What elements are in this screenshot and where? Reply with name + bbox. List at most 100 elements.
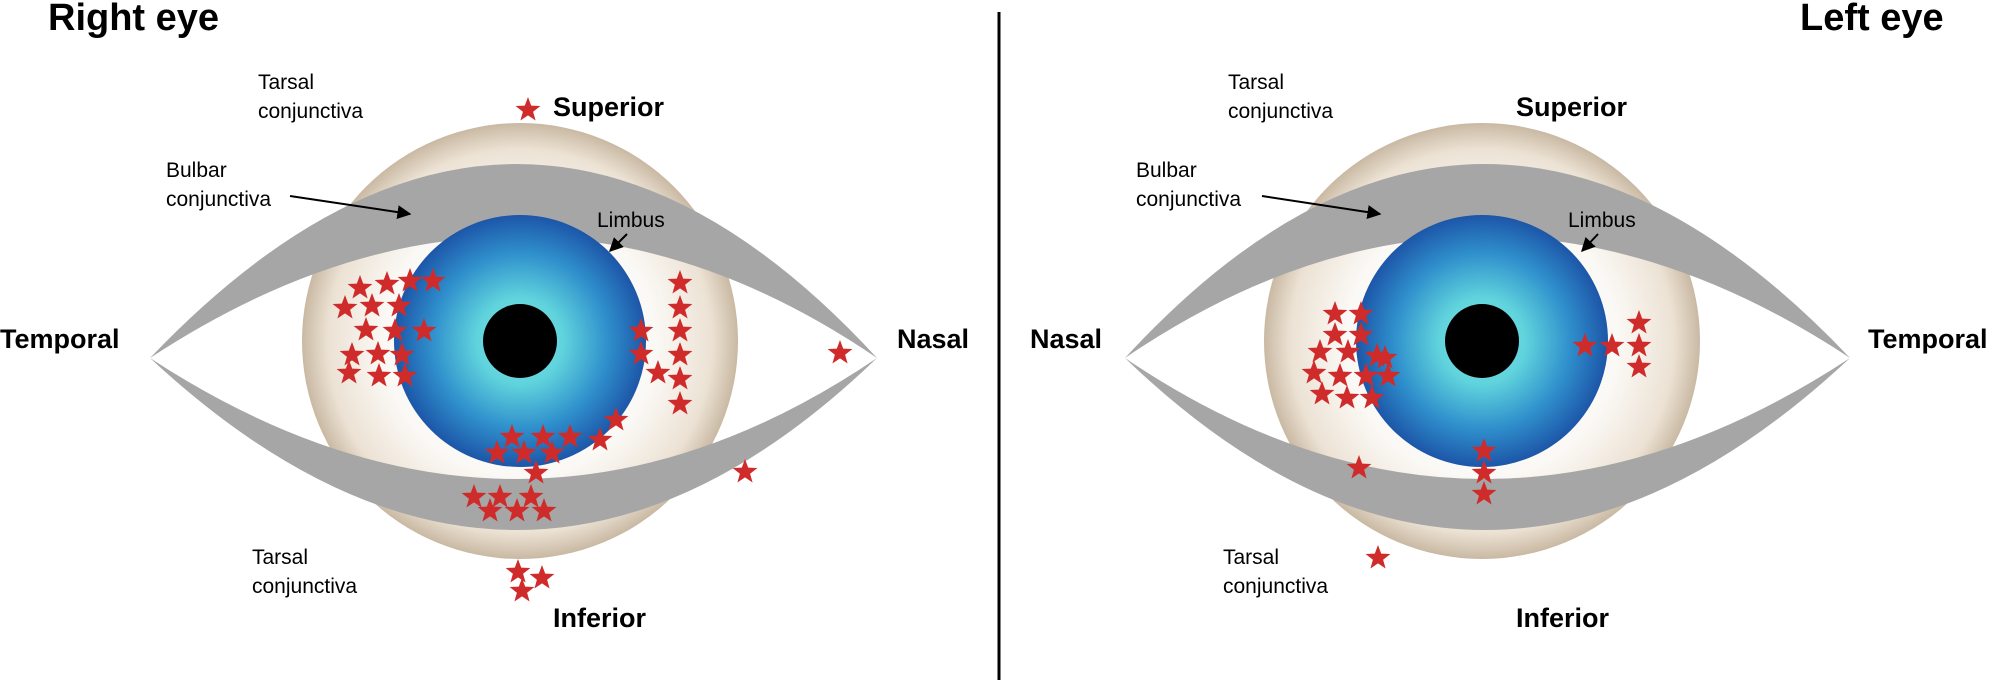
left-lesion-star — [1626, 310, 1652, 334]
right-lesion-star — [389, 342, 415, 366]
left-bulbar-line2: conjunctiva — [1136, 188, 1241, 211]
left-tarsal-upper-line1: Tarsal — [1228, 71, 1284, 94]
left-lesion-star — [1471, 460, 1497, 484]
right-bulbar-arrow — [289, 195, 412, 220]
right-tarsal-lower-line2: conjunctiva — [252, 575, 357, 598]
left-lesion-star — [1572, 333, 1598, 357]
right-lesion-star — [511, 440, 537, 464]
right-lesion-star — [667, 318, 693, 342]
right-lesion-star — [359, 293, 385, 317]
right-lesion-star — [332, 295, 358, 319]
left-lesion-star — [1372, 345, 1398, 369]
right-limbus-arrow — [609, 233, 628, 252]
left-eye-title: Left eye — [1800, 0, 1944, 39]
left-lesion-star — [1626, 333, 1652, 357]
right-lesion-star — [667, 391, 693, 415]
right-lesion-star — [397, 268, 423, 292]
right-lesion-star — [518, 484, 544, 508]
right-lesion-star — [484, 440, 510, 464]
right-temporal-label: Temporal — [0, 324, 120, 354]
right-lesion-star — [628, 318, 654, 342]
right-lesion-star — [587, 427, 613, 451]
right-lesion-star — [603, 407, 629, 431]
left-lesion-star — [1599, 333, 1625, 357]
right-lesion-star — [336, 360, 362, 384]
left-lesion-star — [1471, 481, 1497, 505]
left-lesion-star — [1353, 363, 1379, 387]
left-nasal-label: Nasal — [1030, 324, 1102, 354]
right-lesion-star — [667, 295, 693, 319]
right-lesion-star — [374, 271, 400, 295]
right-lesion-star — [504, 498, 530, 522]
left-lesion-star — [1365, 545, 1391, 569]
left-lesion-star — [1334, 385, 1360, 409]
right-lesion-star — [645, 360, 671, 384]
right-lesion-star — [531, 498, 557, 522]
right-tarsal-upper-line2: conjunctiva — [258, 100, 363, 123]
right-lesion-star — [392, 363, 418, 387]
right-superior-label: Superior — [553, 92, 665, 122]
right-tarsal-lower-line1: Tarsal — [252, 546, 308, 569]
right-lesion-star — [365, 341, 391, 365]
right-lower-eyelid — [150, 358, 877, 530]
right-lesion-star — [667, 366, 693, 390]
right-lesion-star — [529, 565, 555, 589]
left-lesion-star — [1626, 354, 1652, 378]
left-bulbar-arrow — [1261, 195, 1382, 220]
left-lesion-star — [1301, 360, 1327, 384]
right-lesion-star — [667, 342, 693, 366]
right-lesion-star — [366, 363, 392, 387]
left-eye-panel: Left eye Nasal Temporal Superior Inferio… — [1030, 0, 1988, 633]
left-upper-eyelid — [1125, 164, 1850, 358]
right-lesion-star — [477, 498, 503, 522]
left-temporal-label: Temporal — [1868, 324, 1988, 354]
right-lesion-star — [557, 424, 583, 448]
left-lesion-star — [1348, 322, 1374, 346]
right-lesion-star — [339, 342, 365, 366]
right-lesion-star — [386, 293, 412, 317]
right-lesion-star — [628, 341, 654, 365]
right-bulbar-line1: Bulbar — [166, 159, 227, 182]
left-lesion-star — [1309, 381, 1335, 405]
left-pupil — [1445, 304, 1519, 378]
left-inferior-label: Inferior — [1516, 603, 1610, 633]
right-lesion-stars — [332, 97, 853, 602]
left-tarsal-lower-line2: conjunctiva — [1223, 575, 1328, 598]
left-tarsal-upper-line2: conjunctiva — [1228, 100, 1333, 123]
left-lesion-star — [1327, 363, 1353, 387]
left-limbus-label: Limbus — [1568, 209, 1636, 232]
left-lesion-star — [1335, 339, 1361, 363]
right-pupil — [483, 304, 557, 378]
left-lesion-star — [1348, 301, 1374, 325]
right-inferior-label: Inferior — [553, 603, 647, 633]
right-lesion-star — [461, 484, 487, 508]
right-eye-drawing — [150, 123, 877, 559]
left-lesion-star — [1322, 322, 1348, 346]
left-lesion-star — [1346, 455, 1372, 479]
right-lesion-star — [353, 317, 379, 341]
left-lesion-star — [1307, 339, 1333, 363]
right-tarsal-upper-line1: Tarsal — [258, 71, 314, 94]
left-lesion-star — [1471, 438, 1497, 462]
right-lesion-star — [667, 270, 693, 294]
left-superior-label: Superior — [1516, 92, 1628, 122]
right-lesion-star — [523, 460, 549, 484]
left-eye-drawing — [1125, 123, 1850, 559]
left-lesion-stars — [1301, 301, 1652, 569]
left-limbus-arrow — [1581, 233, 1599, 253]
right-lesion-star — [411, 318, 437, 342]
right-lesion-star — [530, 424, 556, 448]
right-eye-panel: Right eye Temporal Nasal Superior Inferi… — [0, 0, 969, 633]
right-lesion-star — [487, 484, 513, 508]
right-lesion-star — [539, 440, 565, 464]
right-lesion-star — [382, 318, 408, 342]
right-lesion-star — [499, 424, 525, 448]
right-lesion-star — [347, 275, 373, 299]
left-lesion-star — [1322, 301, 1348, 325]
right-lesion-star — [827, 340, 853, 364]
right-lesion-star — [509, 578, 535, 602]
left-lesion-star — [1359, 385, 1385, 409]
left-lesion-star — [1375, 363, 1401, 387]
right-bulbar-line2: conjunctiva — [166, 188, 271, 211]
right-lesion-star — [732, 459, 758, 483]
